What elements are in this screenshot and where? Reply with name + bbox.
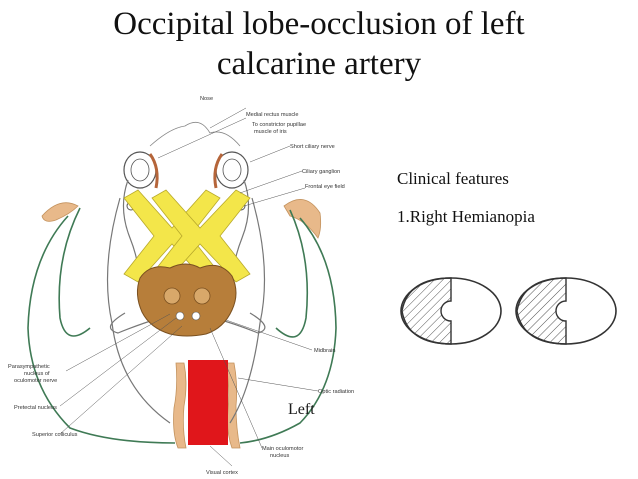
midbrain xyxy=(136,263,237,337)
label-constrictor-2: muscle of iris xyxy=(254,129,287,135)
clinical-features: Clinical features 1.Right Hemianopia xyxy=(397,168,535,228)
right-occipital-cortex xyxy=(225,362,241,449)
left-medial-rectus xyxy=(148,153,159,189)
label-main-oculomotor-2: nucleus xyxy=(270,453,289,459)
label-pretectal: Pretectal nucleus xyxy=(14,405,57,411)
leader-lines xyxy=(59,107,319,467)
label-frontal-eye-field: Frontal eye field xyxy=(305,184,345,190)
visual-pathway-diagram: Nose Medial rectus muscle To constrictor… xyxy=(0,88,385,479)
label-constrictor-1: To constrictor pupillae xyxy=(252,122,306,128)
label-visual-cortex: Visual cortex xyxy=(206,470,238,476)
label-main-oculomotor-1: Main oculomotor xyxy=(262,446,303,452)
label-parasympathetic-2: nucleus of xyxy=(24,371,50,377)
label-parasympathetic-1: Parasympathetic xyxy=(8,364,50,370)
clinical-heading: Clinical features xyxy=(397,169,509,188)
left-eye-visual-field xyxy=(400,277,502,345)
label-superior-colliculus: Superior colliculus xyxy=(32,432,78,438)
slide-title: Occipital lobe-occlusion of left calcari… xyxy=(0,4,638,84)
left-cortex-shape xyxy=(41,202,79,222)
optic-chiasm xyxy=(123,189,251,283)
label-midbrain: Midbrain xyxy=(314,348,335,354)
nose-outline xyxy=(149,121,241,147)
right-medial-rectus xyxy=(213,153,224,189)
left-calcarine-occlusion xyxy=(188,360,228,445)
left-occipital-cortex xyxy=(173,362,187,449)
title-line-1: Occipital lobe-occlusion of left xyxy=(113,6,525,42)
label-optic-radiation: Optic radiation xyxy=(318,389,354,395)
right-eye-visual-field xyxy=(515,277,617,345)
label-nose: Nose xyxy=(200,96,213,102)
title-line-2: calcarine artery xyxy=(216,46,422,82)
right-cortex-shape xyxy=(283,199,322,239)
clinical-feature-1: 1.Right Hemianopia xyxy=(397,207,535,226)
label-short-ciliary: Short ciliary nerve xyxy=(290,144,335,150)
label-ciliary-ganglion: Ciliary ganglion xyxy=(302,169,340,175)
label-parasympathetic-3: oculomotor nerve xyxy=(14,378,57,384)
label-medial-rectus: Medial rectus muscle xyxy=(246,112,299,118)
green-pathways xyxy=(27,207,337,444)
label-left: Left xyxy=(288,401,315,418)
visual-field-diagrams xyxy=(378,268,638,358)
